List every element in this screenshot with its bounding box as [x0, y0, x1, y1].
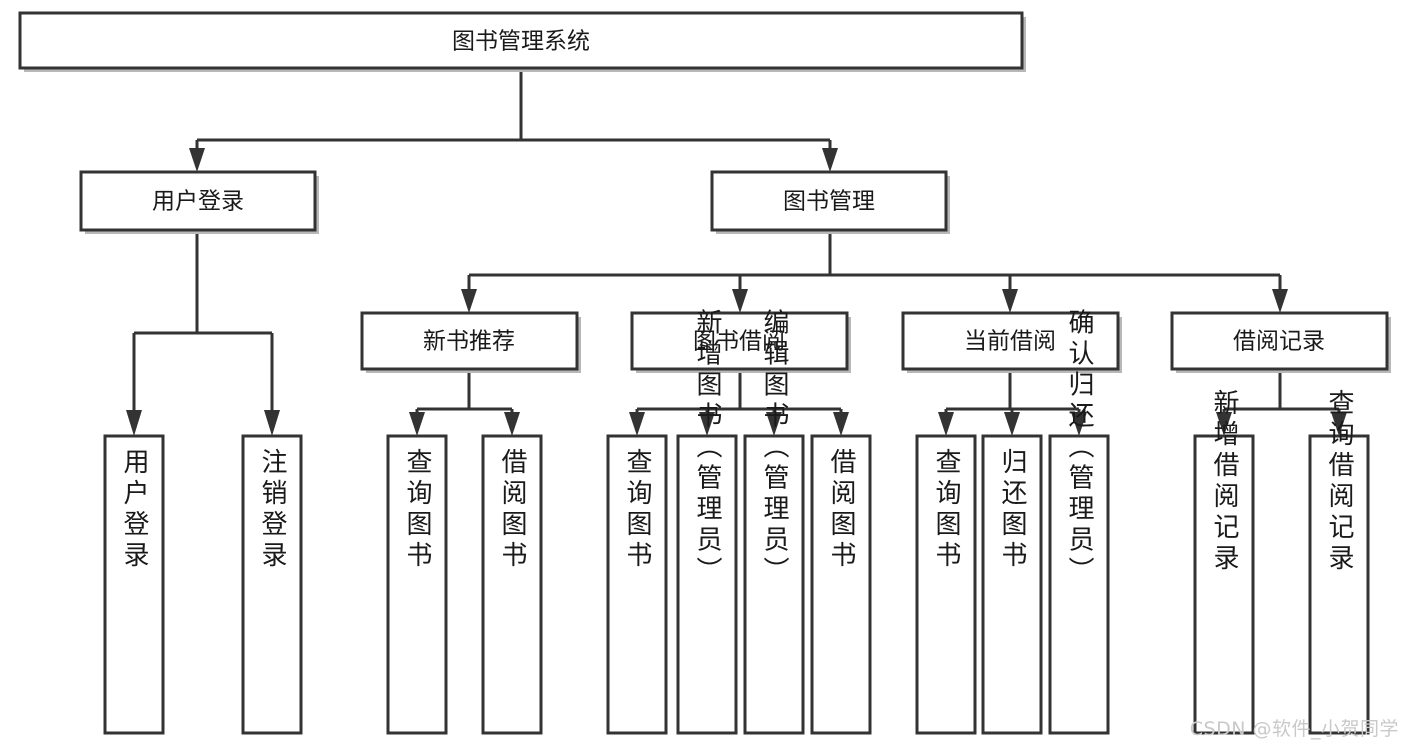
node-leaf-edit-book-label: 编辑图书（管理员） [759, 308, 789, 587]
node-user-login-box[interactable] [79, 170, 317, 232]
arrow-leaf-query-book-2-icon [629, 412, 645, 436]
node-leaf-query-book-3[interactable]: 查询图书 [915, 434, 977, 735]
node-new-book-rec[interactable]: 新书推荐 [360, 311, 581, 373]
arrow-leaf-query-record-icon [1331, 412, 1347, 436]
arrow-new-book-rec-icon [461, 289, 477, 313]
node-leaf-query-book-2-box[interactable] [606, 434, 668, 735]
node-book-manage[interactable]: 图书管理 [710, 170, 950, 234]
node-leaf-query-book-2-label: 查询图书 [622, 448, 652, 572]
node-current-borrow[interactable]: 当前借阅 [901, 311, 1122, 373]
node-leaf-borrow-book-1-label: 借阅图书 [497, 448, 527, 572]
node-leaf-return-book[interactable]: 归还图书 [981, 434, 1043, 735]
arrow-leaf-query-book-1-icon [409, 412, 425, 436]
arrow-leaf-logout-icon [264, 410, 280, 436]
edges-layer [126, 68, 1347, 436]
node-leaf-add-record-box[interactable] [1193, 434, 1255, 735]
node-leaf-return-book-box[interactable] [981, 434, 1043, 735]
node-leaf-add-book-label: 新增图书（管理员） [692, 308, 722, 587]
node-leaf-query-book-1[interactable]: 查询图书 [386, 434, 448, 735]
node-leaf-user-login[interactable]: 用户登录 [103, 434, 165, 735]
node-leaf-confirm-return-label: 确认归还（管理员） [1064, 308, 1094, 587]
node-book-borrow-box[interactable] [630, 311, 849, 371]
node-current-borrow-box[interactable] [901, 311, 1120, 371]
node-leaf-user-login-label: 用户登录 [119, 448, 149, 572]
node-leaf-borrow-book-2-box[interactable] [810, 434, 872, 735]
node-leaf-add-record[interactable]: 新增借阅记录 [1193, 389, 1255, 735]
node-leaf-query-book-3-label: 查询图书 [931, 448, 961, 572]
node-leaf-edit-book-box[interactable] [743, 434, 805, 735]
node-leaf-borrow-book-1-box[interactable] [481, 434, 543, 735]
arrow-book-manage-icon [822, 148, 838, 172]
arrow-leaf-borrow-book-2-icon [833, 412, 849, 436]
arrow-leaf-add-book-icon [699, 412, 715, 436]
node-root-label: 图书管理系统 [452, 29, 590, 55]
node-root[interactable]: 图书管理系统 [18, 11, 1026, 72]
arrow-leaf-user-login-icon [126, 410, 142, 436]
arrow-user-login-icon [189, 148, 205, 172]
arrow-leaf-add-record-icon [1216, 412, 1232, 436]
arrow-leaf-borrow-book-1-icon [504, 412, 520, 436]
leaf-nodes-layer: 用户登录 注销登录 查询图书 借阅图书 查询图书 新增图书（管理员） 编辑图书（… [103, 308, 1370, 735]
node-leaf-query-record-box[interactable] [1308, 434, 1370, 735]
node-book-manage-label: 图书管理 [783, 189, 875, 215]
node-new-book-rec-box[interactable] [360, 311, 579, 371]
node-leaf-logout-label: 注销登录 [257, 448, 287, 572]
node-user-login-label: 用户登录 [152, 189, 244, 215]
arrow-borrow-record-icon [1272, 289, 1288, 313]
node-leaf-confirm-return-box[interactable] [1048, 434, 1110, 735]
arrow-leaf-confirm-return-icon [1071, 412, 1087, 436]
node-book-borrow[interactable]: 图书借阅 [630, 311, 851, 373]
node-leaf-query-record-label: 查询借阅记录 [1324, 389, 1354, 575]
node-leaf-query-book-1-box[interactable] [386, 434, 448, 735]
node-leaf-return-book-label: 归还图书 [997, 448, 1027, 572]
node-leaf-borrow-book-2-label: 借阅图书 [826, 448, 856, 572]
node-leaf-add-record-label: 新增借阅记录 [1209, 389, 1239, 575]
node-leaf-query-record[interactable]: 查询借阅记录 [1308, 389, 1370, 735]
node-new-book-rec-label: 新书推荐 [423, 329, 515, 355]
arrow-leaf-edit-book-icon [766, 412, 782, 436]
node-leaf-edit-book[interactable]: 编辑图书（管理员） [743, 308, 805, 735]
node-leaf-logout-box[interactable] [241, 434, 303, 735]
node-user-login[interactable]: 用户登录 [79, 170, 319, 234]
node-leaf-query-book-2[interactable]: 查询图书 [606, 434, 668, 735]
node-borrow-record-box[interactable] [1170, 311, 1389, 371]
node-leaf-query-book-1-label: 查询图书 [402, 448, 432, 572]
node-borrow-record[interactable]: 借阅记录 [1170, 311, 1391, 373]
node-book-borrow-label: 图书借阅 [693, 329, 785, 355]
node-borrow-record-label: 借阅记录 [1233, 329, 1325, 355]
arrow-leaf-return-book-icon [1004, 412, 1020, 436]
node-leaf-add-book-box[interactable] [676, 434, 738, 735]
node-leaf-logout[interactable]: 注销登录 [241, 434, 303, 735]
node-root-box[interactable] [18, 11, 1024, 70]
arrow-book-borrow-icon [732, 289, 748, 313]
node-leaf-add-book[interactable]: 新增图书（管理员） [676, 308, 738, 735]
arrow-current-borrow-icon [1002, 289, 1018, 313]
arrow-leaf-query-book-3-icon [938, 412, 954, 436]
node-leaf-user-login-box[interactable] [103, 434, 165, 735]
node-leaf-borrow-book-2[interactable]: 借阅图书 [810, 434, 872, 735]
node-leaf-borrow-book-1[interactable]: 借阅图书 [481, 434, 543, 735]
node-leaf-confirm-return[interactable]: 确认归还（管理员） [1048, 308, 1110, 735]
node-current-borrow-label: 当前借阅 [964, 329, 1056, 355]
node-leaf-query-book-3-box[interactable] [915, 434, 977, 735]
node-book-manage-box[interactable] [710, 170, 948, 232]
